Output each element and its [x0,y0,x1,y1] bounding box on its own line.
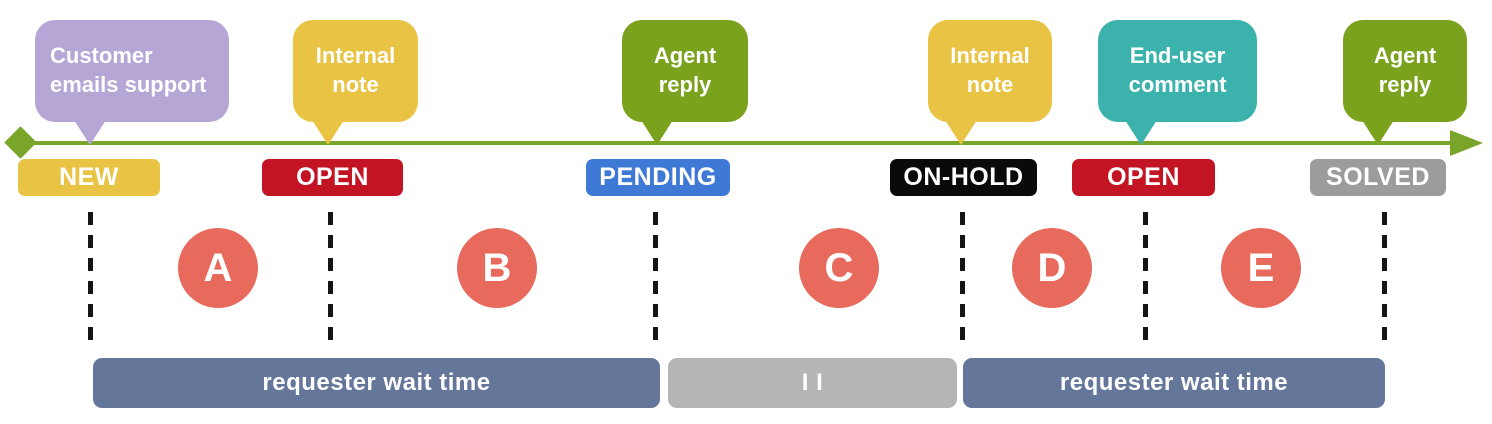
period-marker-a: A [178,228,258,308]
status-badge-new: NEW [18,159,160,196]
speech-bubble-label: Agent reply [653,43,717,97]
period-marker-c: C [799,228,879,308]
speech-bubble-tail-icon [1362,120,1394,145]
status-badge-pending: PENDING [586,159,730,196]
speech-bubble-tail-icon [945,120,977,145]
timeline-axis [14,141,1458,145]
status-badge-open-2: OPEN [1072,159,1215,196]
stage-divider-dashed-line-5 [1143,212,1148,350]
status-badge-on-hold: ON-HOLD [890,159,1037,196]
period-marker-b: B [457,228,537,308]
speech-bubble-label: Internal note [315,43,396,97]
metric-bar-requester-wait-time-1: requester wait time [93,358,660,408]
stage-divider-dashed-line-1 [88,212,93,350]
period-marker-e: E [1221,228,1301,308]
speech-bubble-tail-icon [74,120,106,145]
speech-bubble-agent-reply-1: Agent reply [622,20,748,145]
speech-bubble-end-user-comment: End-user comment [1098,20,1257,145]
speech-bubble-agent-reply-2: Agent reply [1343,20,1467,145]
speech-bubble-customer-emails-support: Customer emails support [35,20,229,145]
period-marker-d: D [1012,228,1092,308]
timeline-arrowhead-icon [1450,130,1483,156]
speech-bubble-internal-note-1: Internal note [293,20,418,145]
speech-bubble-tail-icon [641,120,673,145]
speech-bubble-label: Internal note [950,43,1030,97]
stage-divider-dashed-line-4 [960,212,965,350]
speech-bubble-tail-icon [1125,120,1157,145]
stage-divider-dashed-line-3 [653,212,658,350]
speech-bubble-internal-note-2: Internal note [928,20,1052,145]
speech-bubble-label: Agent reply [1373,43,1437,97]
metric-bar-paused: I I [668,358,957,408]
status-badge-open-1: OPEN [262,159,403,196]
timeline-start-diamond-icon [4,126,37,159]
metric-bar-requester-wait-time-2: requester wait time [963,358,1385,408]
status-badge-solved: SOLVED [1310,159,1446,196]
stage-divider-dashed-line-2 [328,212,333,350]
speech-bubble-tail-icon [312,120,344,145]
speech-bubble-label: Customer emails support [50,43,207,97]
speech-bubble-label: End-user comment [1128,43,1227,97]
stage-divider-dashed-line-6 [1382,212,1387,350]
